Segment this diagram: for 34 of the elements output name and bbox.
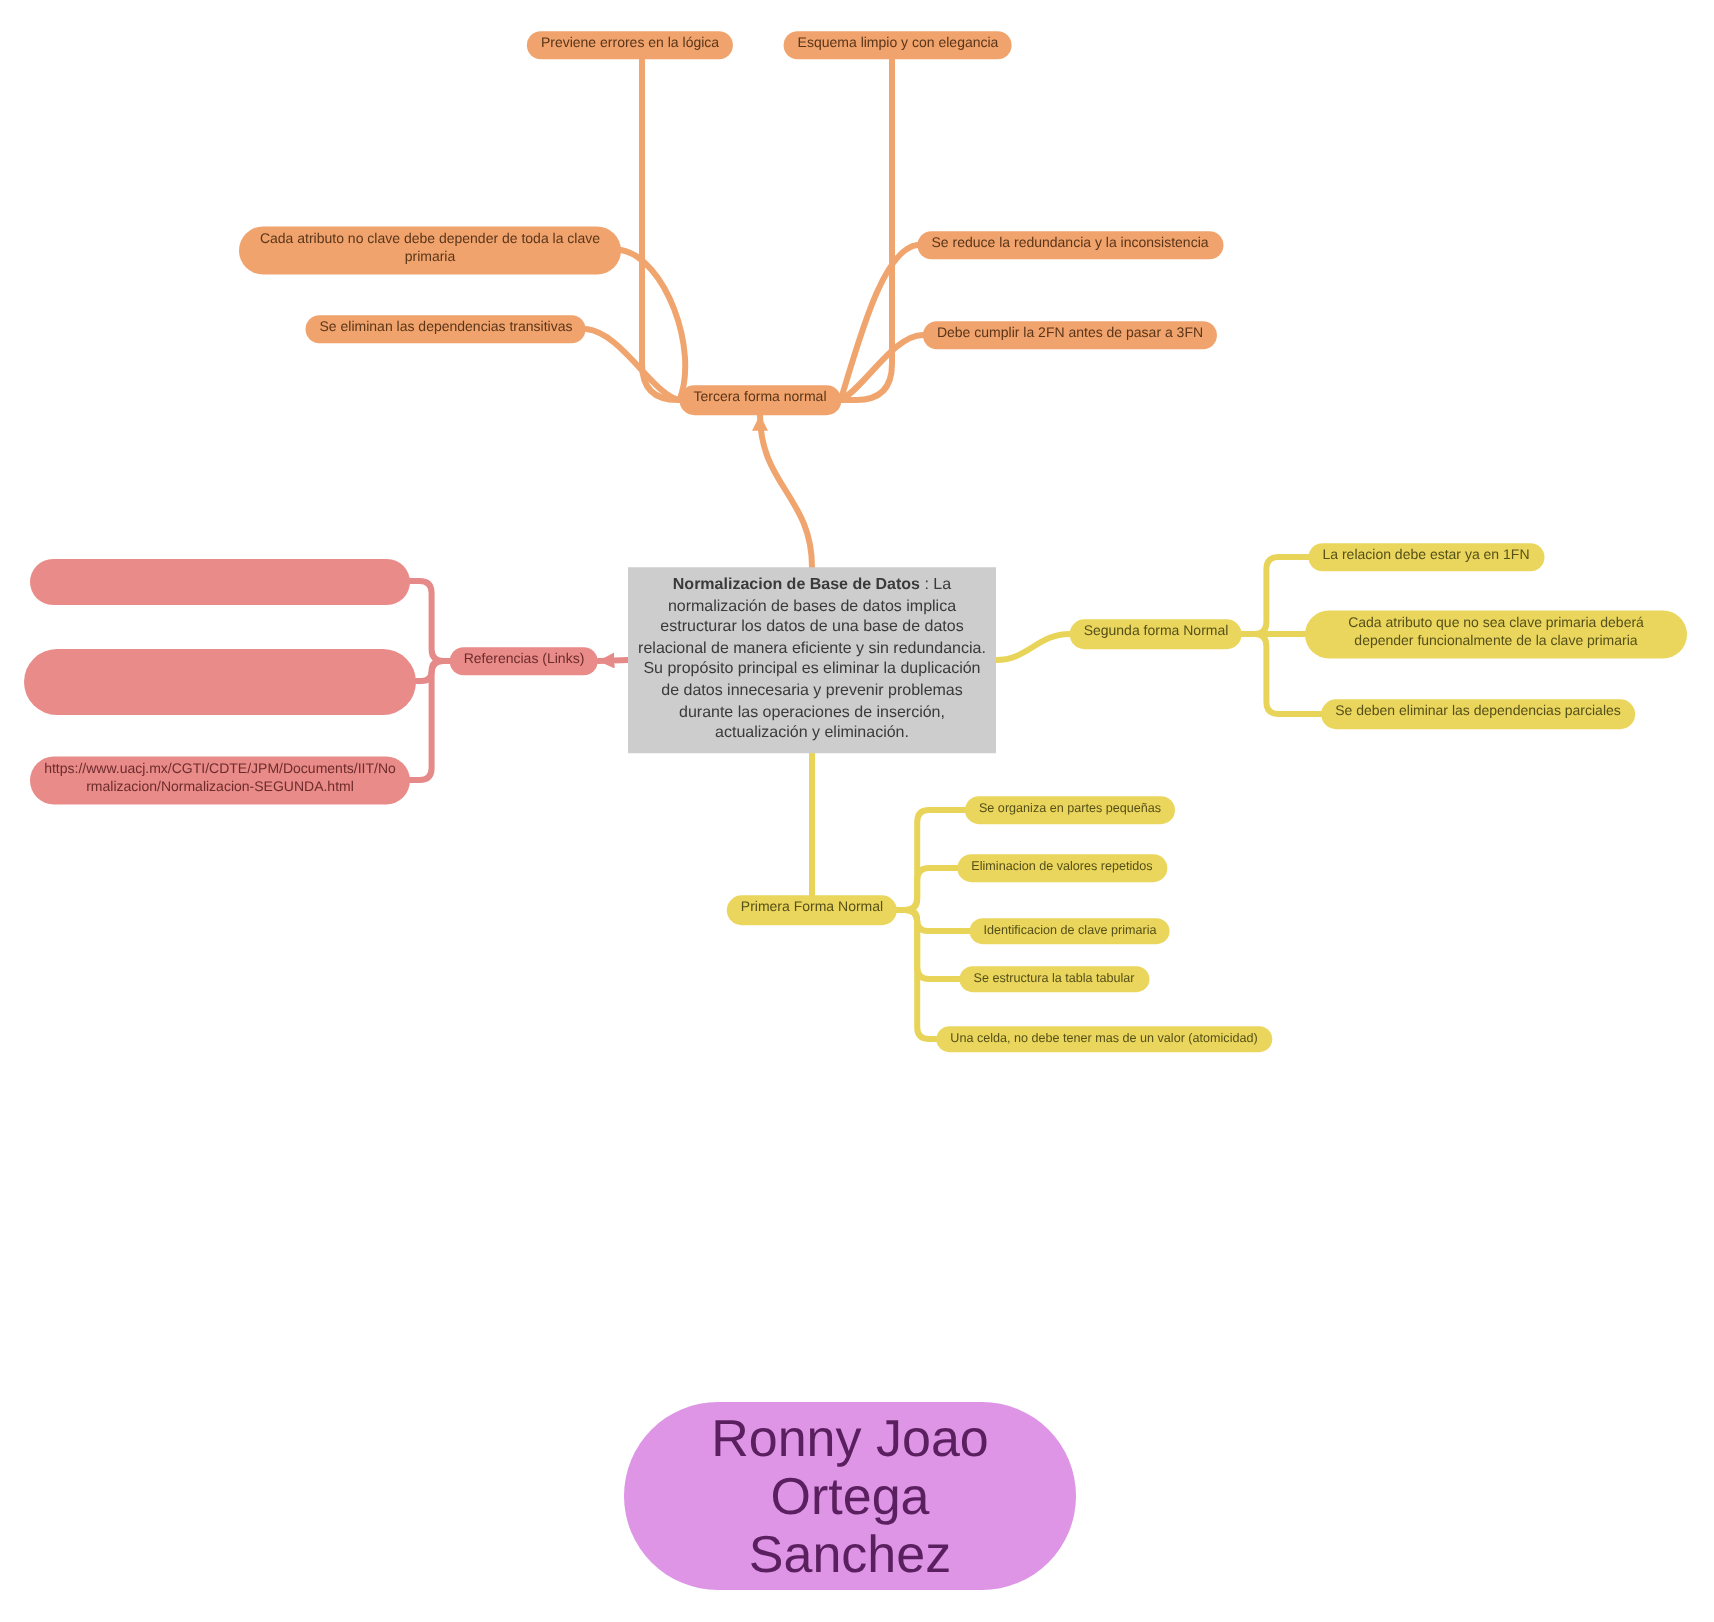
subtopic-node [922,320,1218,350]
connector-line [618,247,689,403]
connector-line [894,907,940,1042]
reference-node [24,648,416,714]
subtopic-node [964,796,1176,824]
subtopic-node [1305,610,1687,658]
subtopic-node [917,230,1223,260]
connector-line [639,56,683,403]
connector-line [837,56,895,403]
subtopic-node [969,917,1171,945]
subtopic-node [239,226,621,274]
reference-node [30,558,410,604]
connector-arrow [753,411,815,571]
connector-line [583,326,683,403]
subtopic-node [959,965,1149,993]
subtopic-node [305,314,587,344]
connector-arrow [595,652,631,669]
reference-node [30,756,410,804]
subtopic-node [957,854,1167,882]
connector-line [1239,631,1325,717]
topic-description: Normalizacion de Base de Datos : La normalización de bases de datos implica estructurar los datos de una base de datos relacional de manera eficiente y sin redundancia. Su propósito principal es eliminar la duplicación de datos innecesaria y prevenir problemas durante las operaciones de inserción, actualización y eliminación. [638,575,986,745]
branch-node [449,646,599,676]
branch-node [679,385,841,415]
subtopic-node [1321,699,1635,729]
connector-line [407,658,453,783]
subtopic-node [1308,542,1544,572]
connector-line [993,631,1073,663]
subtopic-node [936,1025,1272,1053]
branch-node [726,895,898,925]
subtopic-node [783,30,1013,60]
connector-line [809,749,815,899]
author-name: Ronny Joao Ortega Sanchez [709,1409,991,1583]
subtopic-node [526,30,734,60]
branch-node [1069,619,1243,649]
